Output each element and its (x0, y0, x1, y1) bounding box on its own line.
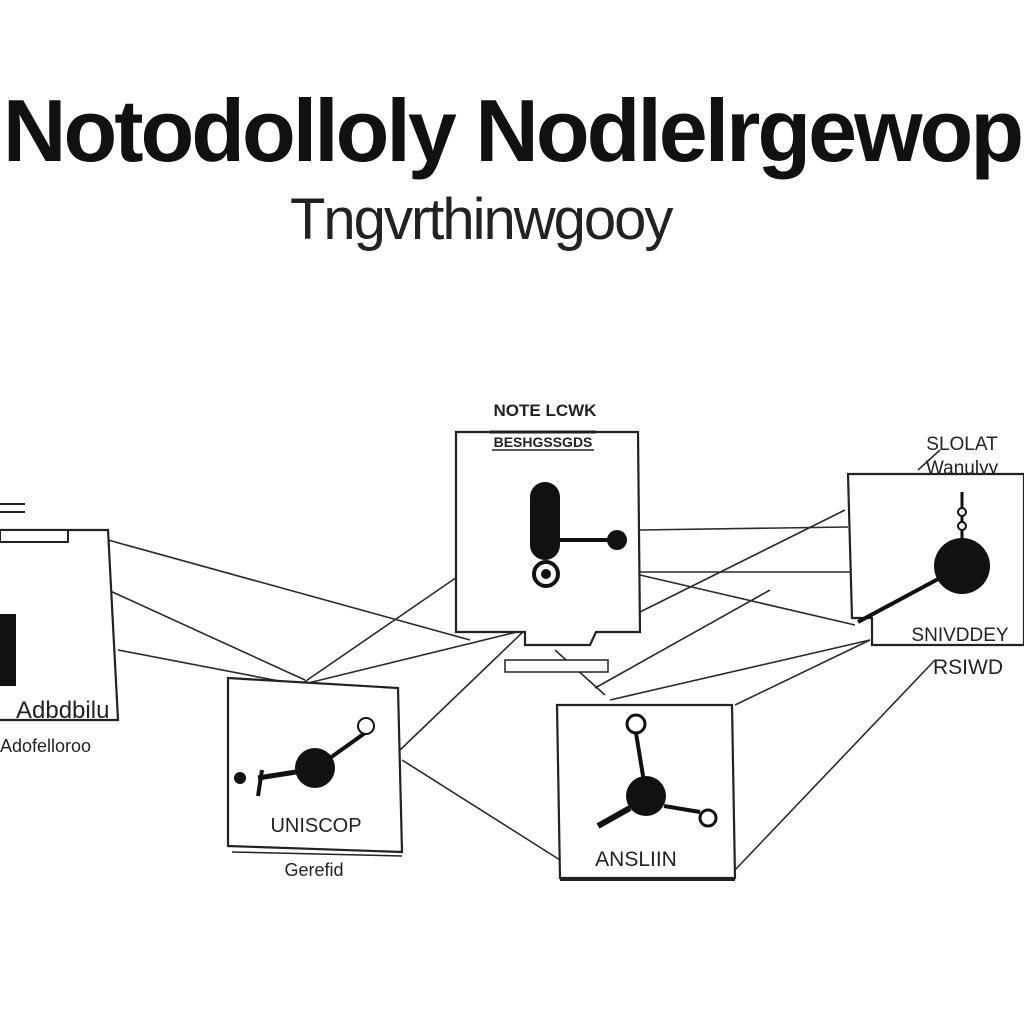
wire (399, 629, 526, 751)
node-bottom-right[interactable]: ANSLIIN (555, 703, 737, 881)
node-right[interactable]: SLOLAT Wanulyy SNIVDDEY RSIWD (846, 434, 1024, 679)
wire (734, 639, 871, 706)
node-top-center-base (504, 659, 609, 673)
node-top-center-header: BESHGSSGDS (494, 434, 593, 450)
diagram-subtitle: Tngvrthinwgooy (290, 187, 673, 252)
node-left-frame (0, 528, 120, 722)
node-left-block-icon (0, 614, 16, 686)
node-bottom-left-caption-below: Gerefid (284, 860, 343, 880)
wire (299, 629, 526, 686)
connections (107, 449, 941, 871)
node-left-caption: Adbdbilu (16, 697, 109, 724)
diagram-title: Notodolloly Nodlelrgewop (2, 81, 1024, 180)
pendulum-link-icon (957, 521, 967, 531)
node-right-caption: SNIVDDEY (911, 625, 1008, 646)
wire (107, 589, 306, 681)
rotor-hub-icon (626, 776, 666, 816)
pendulum-link-icon (957, 507, 967, 517)
wire (117, 649, 301, 686)
lever-knob-icon (607, 530, 627, 550)
rotor-arm (596, 805, 632, 829)
hammer-head-icon (357, 717, 375, 735)
rotor-tip-icon (698, 808, 718, 828)
hammer-ball-icon (295, 748, 335, 788)
wire (639, 509, 846, 613)
node-bottom-left-caption: UNISCOP (270, 815, 361, 837)
node-bottom-right-caption: ANSLIIN (595, 848, 677, 871)
pendulum-bob-icon (934, 538, 990, 594)
node-left-caption-below: Adofelloroo (0, 736, 91, 756)
node-bottom-left[interactable]: UNISCOP Gerefid (226, 676, 404, 880)
hammer-dot-icon (234, 772, 246, 784)
hammer-stem (256, 769, 264, 797)
wire (917, 449, 941, 471)
node-top-center-label: NOTE LCWK (494, 401, 598, 420)
node-left-tab (0, 529, 69, 543)
wire (734, 659, 936, 871)
node-left[interactable]: Adbdbilu Adofelloroo (0, 503, 120, 756)
node-bottom-left-shadow (231, 851, 403, 857)
wire (594, 589, 771, 689)
pivot-center (541, 569, 551, 579)
rotor-arm (663, 804, 701, 814)
node-right-caption-below: RSIWD (933, 656, 1003, 679)
wire (299, 574, 461, 686)
wire (609, 639, 871, 701)
lever-icon (530, 482, 560, 560)
node-right-label-top: SLOLAT (926, 434, 998, 455)
wire (107, 539, 471, 641)
node-top-center[interactable]: NOTE LCWK BESHGSSGDS (454, 401, 642, 673)
rotor-top-icon (625, 713, 647, 735)
wire (639, 574, 856, 626)
wire (401, 759, 561, 861)
wire (639, 526, 849, 531)
rotor-shaft (634, 732, 646, 783)
hammer-stem (257, 769, 297, 781)
pendulum-arm (857, 576, 941, 624)
